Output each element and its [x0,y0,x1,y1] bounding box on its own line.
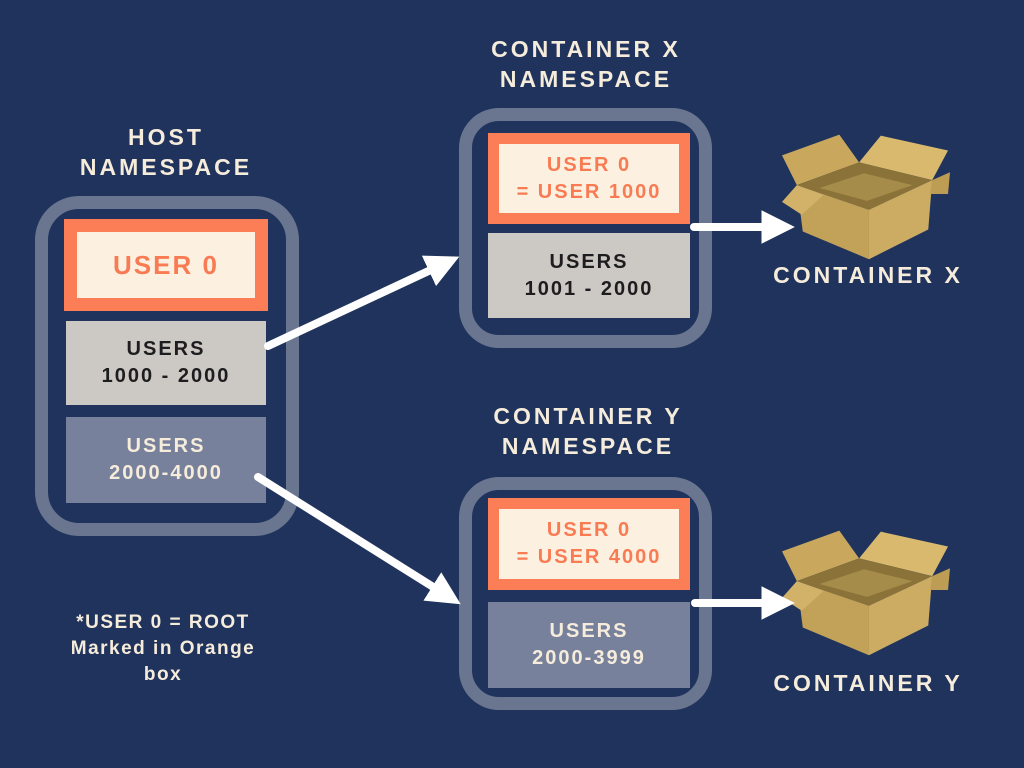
cardboard-box-icon-x [782,122,950,262]
host-users-high-line1: USERS [126,435,206,457]
footnote-line1: *USER 0 = ROOT [76,612,250,633]
container-x-target-label: CONTAINER X [773,262,963,288]
container-y-title-line2: NAMESPACE [501,433,675,459]
container-y-frame [459,477,712,710]
footnote-line2: Marked in Orange [70,638,256,659]
container-x-users-line2: 1001 - 2000 [524,277,654,300]
container-y-users-line2: 2000-3999 [532,647,646,669]
host-users-mid-line2: 1000 - 2000 [101,365,231,387]
container-y-namespace-title: CONTAINER Y NAMESPACE [470,401,706,461]
container-y-users-line1: USERS [549,620,629,642]
container-x-namespace-title: CONTAINER X NAMESPACE [470,34,702,94]
container-y-root-line1: USER 0 [546,519,632,541]
container-y-root-line2: = USER 4000 [516,546,662,568]
container-x-title-line1: CONTAINER X [491,36,681,62]
container-x-root-line1: USER 0 [546,153,632,176]
container-x-users-box: USERS 1001 - 2000 [488,233,690,318]
footnote-line3: box [143,664,183,685]
container-x-root-user-box: USER 0 = USER 1000 [488,133,690,224]
container-x-title-line2: NAMESPACE [499,66,673,92]
host-users-2000-4000-box: USERS 2000-4000 [66,417,266,503]
host-users-high-line2: 2000-4000 [109,462,223,484]
host-users-1000-2000-box: USERS 1000 - 2000 [66,321,266,405]
host-root-user-label: USER 0 [113,249,219,280]
host-namespace-title: HOST NAMESPACE [40,122,292,182]
footnote-root-legend: *USER 0 = ROOT Marked in Orange box [48,610,278,688]
container-y-users-box: USERS 2000-3999 [488,602,690,688]
cardboard-box-icon-y [782,518,950,658]
host-users-mid-line1: USERS [126,338,206,360]
host-title-line1: HOST [128,124,204,150]
host-root-user-box: USER 0 [64,219,268,311]
container-y-title-line1: CONTAINER Y [493,403,683,429]
host-title-line2: NAMESPACE [79,154,253,180]
container-y-root-user-box: USER 0 = USER 4000 [488,498,690,590]
container-x-root-line2: = USER 1000 [516,180,662,203]
container-x-users-line1: USERS [549,250,629,273]
container-y-target-label: CONTAINER Y [773,670,963,696]
